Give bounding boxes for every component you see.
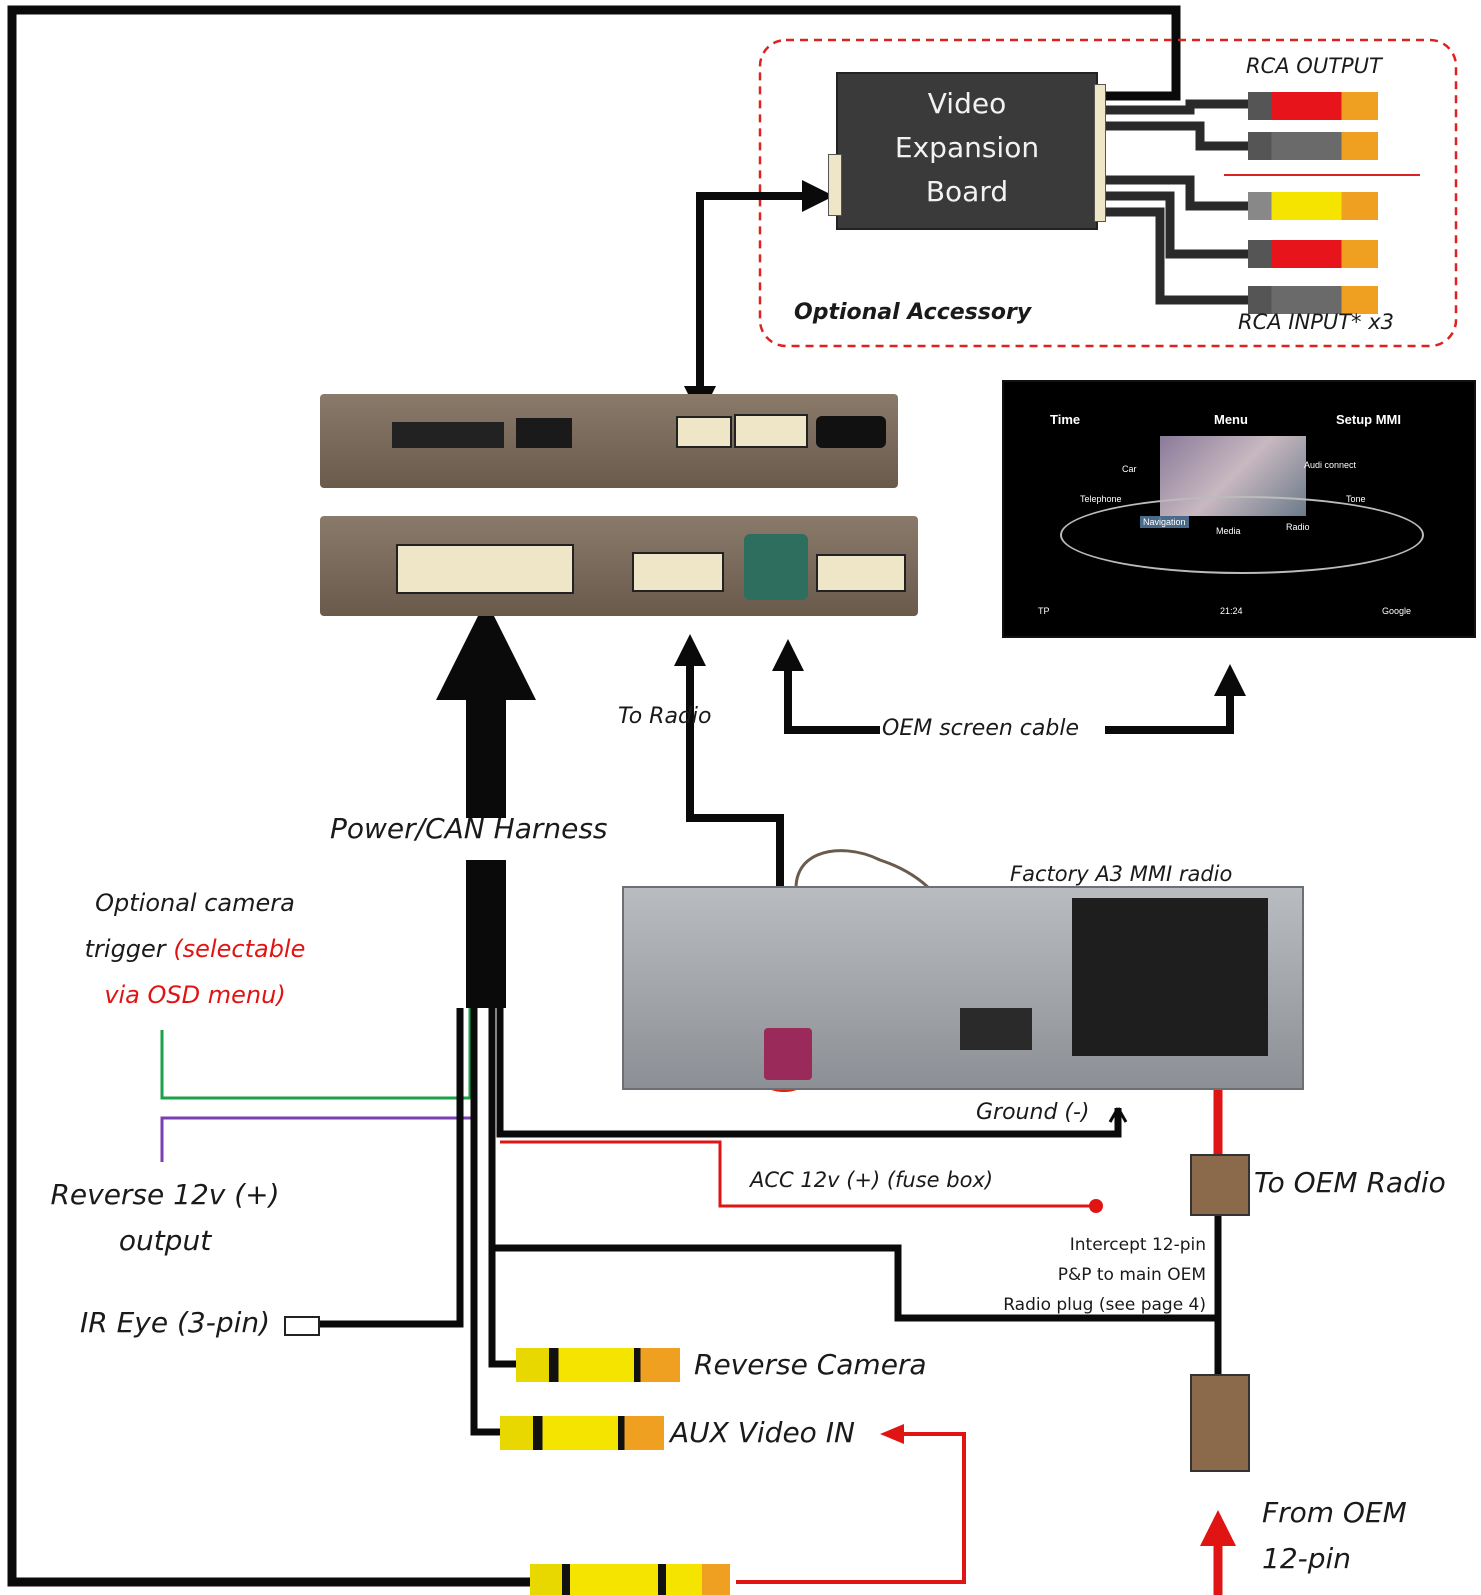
mmi-screen: Time Menu Setup MMI Car Audi connect Tel…	[1002, 380, 1476, 638]
reverse-output-label: Reverse 12v (+) output	[40, 1172, 290, 1264]
screen-clock: 21:24	[1220, 606, 1243, 616]
radio-main-plug	[1072, 898, 1268, 1056]
rca-plug-yellow-in	[1248, 192, 1378, 220]
acc-label: ACC 12v (+) (fuse box)	[750, 1168, 994, 1192]
camera-trigger-line4: via OSD menu)	[104, 981, 286, 1009]
outer-loop-wire	[7, 5, 1181, 1587]
ir-eye-label: IR Eye (3-pin)	[80, 1306, 271, 1339]
intercept-line2: P&P to main OEM	[1057, 1265, 1206, 1285]
screen-audi-connect: Audi connect	[1304, 460, 1357, 470]
aux-video-label: AUX Video IN	[670, 1416, 855, 1449]
rca-plug-red-in	[1248, 240, 1378, 268]
hdmi-port	[816, 416, 886, 448]
screen-car: Car	[1122, 464, 1137, 474]
reverse-output-line1: Reverse 12v (+)	[50, 1178, 280, 1211]
rca-plug-grey-in	[1248, 286, 1378, 314]
power-can-label: Power/CAN Harness	[330, 812, 608, 845]
aux-video-rca	[500, 1416, 664, 1450]
camera-trigger-line1: Optional camera	[95, 889, 295, 917]
rca-plug-grey-out	[1248, 132, 1378, 160]
acc-terminal	[1089, 1199, 1103, 1213]
veb-label-line1: Video	[927, 87, 1007, 120]
interface-module-top	[320, 394, 898, 488]
reverse-camera-label: Reverse Camera	[694, 1348, 927, 1381]
ground-label: Ground (-)	[976, 1100, 1090, 1125]
to-oem-radio-label: To OEM Radio	[1254, 1166, 1446, 1199]
screen-tone: Tone	[1346, 494, 1366, 504]
radio-connector	[632, 552, 724, 592]
factory-radio-label: Factory A3 MMI radio	[1010, 862, 1233, 886]
optional-accessory-label: Optional Accessory	[794, 300, 1032, 325]
screen-time: Time	[1050, 412, 1081, 427]
power-can-harness-lower	[466, 860, 506, 1008]
factory-radio	[622, 886, 1304, 1090]
veb-left-connector	[828, 154, 842, 216]
to-radio-label: To Radio	[618, 704, 712, 729]
screen-menu: Menu	[1214, 412, 1248, 427]
loop-rca-plug	[530, 1564, 730, 1595]
aux-connector	[816, 554, 906, 592]
acc-wire	[500, 1140, 1096, 1208]
camera-trigger-selectable: (selectable	[173, 935, 306, 963]
port-connector-b	[734, 414, 808, 448]
reverse-camera-wire	[488, 1008, 520, 1368]
screen-tp: TP	[1038, 606, 1050, 616]
ground-wire	[496, 1008, 1122, 1138]
power-can-arrow-head	[436, 600, 536, 700]
screen-dock	[1060, 496, 1424, 574]
oem-screen-cable-wire	[772, 639, 880, 734]
screen-radio: Radio	[1286, 522, 1310, 532]
intercept-wire	[492, 1208, 1222, 1322]
power-can-harness-upper	[466, 698, 506, 818]
oem-screen-cable-label: OEM screen cable	[882, 716, 1079, 741]
rca-output-cables	[1098, 99, 1250, 305]
veb-right-connector	[1094, 84, 1106, 222]
screen-telephone: Telephone	[1080, 494, 1122, 504]
intercept-line1: Intercept 12-pin	[1069, 1235, 1206, 1255]
from-oem-line1: From OEM	[1262, 1496, 1407, 1529]
reverse-output-line2: output	[118, 1224, 212, 1257]
pin-header	[516, 418, 572, 448]
power-can-connector	[396, 544, 574, 594]
interface-module-bottom	[320, 516, 918, 616]
aux-return-wire	[736, 1432, 966, 1584]
aux-wire	[470, 1008, 504, 1436]
radio-small-plug	[960, 1008, 1032, 1050]
reverse-output-wire	[160, 1008, 478, 1162]
intercept-line3: Radio plug (see page 4)	[1003, 1295, 1206, 1315]
rca-output-label: RCA OUTPUT	[1246, 54, 1382, 78]
from-oem-12pin-connector	[1190, 1374, 1250, 1472]
camera-trigger-wire	[160, 1008, 472, 1100]
reverse-camera-rca	[516, 1348, 680, 1382]
video-expansion-board: Video Expansion Board	[838, 74, 1096, 228]
screen-media: Media	[1216, 526, 1241, 536]
screen-navigation: Navigation	[1140, 516, 1189, 528]
optional-accessory-border	[758, 38, 1458, 348]
ir-wire	[320, 1008, 464, 1328]
screen-setup: Setup MMI	[1336, 412, 1401, 427]
veb-link-wire	[684, 180, 834, 418]
screen-google: Google	[1382, 606, 1412, 616]
camera-trigger-line2: trigger (selectable	[70, 926, 320, 972]
oem-radio-12pin-connector	[1190, 1154, 1250, 1216]
from-oem-line2: 12-pin	[1262, 1542, 1352, 1575]
camera-trigger-label: Optional camera trigger (selectable via …	[70, 880, 320, 1018]
rca-plug-red-out	[1248, 92, 1378, 120]
from-oem-label: From OEM 12-pin	[1262, 1490, 1407, 1582]
veb-label-line2: Expansion	[894, 131, 1040, 164]
radio-lvds-port	[764, 1028, 812, 1080]
dip-switch	[392, 422, 504, 448]
lvds-connector	[744, 534, 808, 600]
veb-label-line3: Board	[925, 175, 1009, 208]
port-connector-a	[676, 416, 732, 448]
camera-trigger-word: trigger	[84, 935, 166, 963]
radio-fakra-ports	[632, 1024, 882, 1080]
rca-input-label: RCA INPUT* x3	[1238, 310, 1395, 334]
ir-eye-sensor	[284, 1316, 320, 1336]
intercept-label: Intercept 12-pin P&P to main OEM Radio p…	[970, 1230, 1206, 1320]
